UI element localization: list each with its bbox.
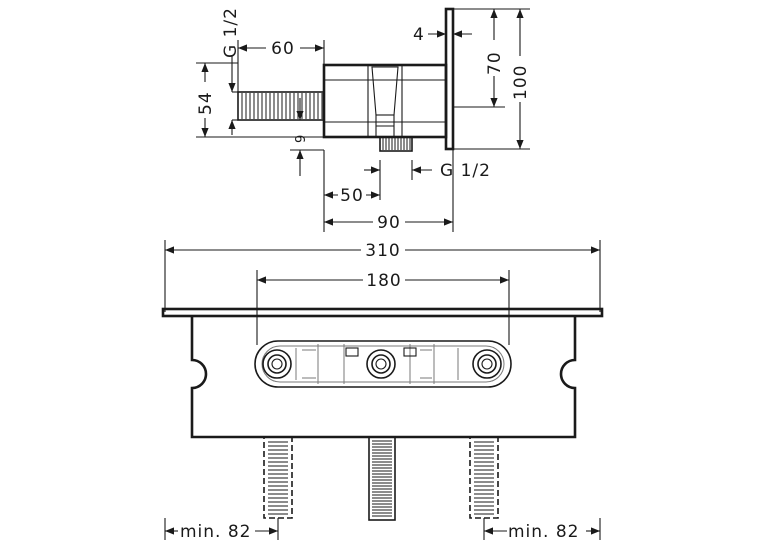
front-pipe-right	[469, 436, 499, 519]
dim-min-82-right-label: min. 82	[508, 522, 580, 542]
front-box-housing	[190, 316, 577, 439]
dim-thread-bottom-label: G 1/2	[440, 161, 491, 181]
side-bottom-thread	[379, 136, 413, 152]
side-flange-plate	[444, 7, 455, 151]
dim-100: 100	[510, 9, 532, 149]
side-pipe	[237, 91, 325, 121]
dim-50-label: 50	[340, 186, 364, 206]
dim-thread-bottom: G 1/2	[364, 161, 491, 181]
dim-54: 54	[193, 63, 216, 137]
dim-9-label: 9	[294, 134, 309, 143]
dim-310-label: 310	[365, 241, 400, 261]
dim-70-label: 70	[485, 51, 505, 75]
front-port-right	[472, 349, 502, 379]
front-view: 310 180	[161, 240, 604, 542]
dim-54-label: 54	[196, 91, 216, 115]
dim-min-82-left: min. 82	[164, 518, 279, 542]
dim-9: 9	[294, 98, 309, 176]
dim-180: 180	[256, 270, 510, 345]
front-pipe-left	[263, 436, 293, 519]
side-view: 60 G 1/2 54 9 4 70	[193, 7, 532, 233]
front-valve-bar	[254, 340, 512, 388]
dim-min-82-right: min. 82	[483, 518, 601, 542]
dim-90-label: 90	[377, 213, 401, 233]
side-body	[322, 63, 448, 139]
dim-50: 50	[324, 185, 380, 206]
dim-60: 60	[238, 38, 324, 59]
dim-thread-top-label: G 1/2	[221, 7, 241, 58]
dim-4-label: 4	[413, 25, 425, 45]
dim-100-label: 100	[511, 65, 531, 100]
dim-310: 310	[164, 240, 601, 312]
dim-4: 4	[413, 25, 472, 45]
dim-70: 70	[484, 9, 506, 107]
front-top-plate	[161, 307, 604, 318]
dim-min-82-left-label: min. 82	[180, 522, 252, 542]
dim-90: 90	[324, 212, 453, 233]
dim-60-label: 60	[271, 39, 295, 59]
dim-180-label: 180	[366, 271, 401, 291]
front-port-left	[262, 349, 292, 379]
dim-thread-top: G 1/2	[221, 7, 241, 135]
front-port-center	[366, 349, 396, 379]
front-pipe-center	[368, 436, 396, 521]
